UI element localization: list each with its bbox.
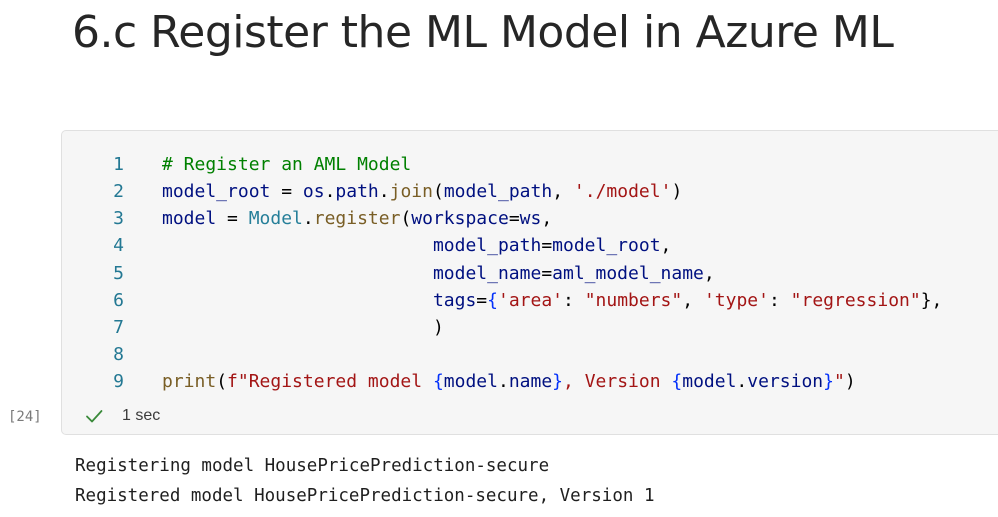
code-token: . bbox=[378, 181, 390, 203]
code-token: join bbox=[389, 181, 433, 203]
code-token bbox=[162, 263, 433, 284]
code-token: ( bbox=[432, 181, 444, 203]
code-token: 'type' bbox=[703, 289, 769, 311]
code-token: { bbox=[487, 289, 498, 311]
code-token: f"Registered model bbox=[227, 371, 433, 392]
code-token: model bbox=[682, 371, 737, 392]
code-token: : bbox=[768, 289, 791, 311]
code-token: { bbox=[671, 371, 683, 392]
line-number: 1 bbox=[113, 154, 124, 175]
code-token: , bbox=[552, 181, 574, 203]
code-token: ) bbox=[671, 181, 683, 203]
code-token: ws bbox=[519, 208, 542, 230]
code-token: , bbox=[703, 262, 715, 284]
output-line: Registered model HousePricePrediction-se… bbox=[75, 486, 655, 506]
code-token: name bbox=[508, 371, 553, 392]
code-token: ( bbox=[216, 371, 228, 392]
code-token: . bbox=[302, 208, 314, 230]
cell-status: 1 sec bbox=[84, 404, 160, 428]
code-token: register bbox=[313, 208, 401, 230]
code-token: = bbox=[508, 208, 520, 230]
line-number: 3 bbox=[113, 208, 124, 230]
code-token bbox=[162, 235, 433, 256]
code-token: : bbox=[563, 289, 585, 311]
code-token: , Version bbox=[563, 371, 672, 392]
execution-count: [24] bbox=[8, 409, 42, 425]
code-token: = bbox=[216, 208, 249, 230]
code-cell[interactable]: 1 # Register an AML Model 2 model_root = os… bbox=[61, 130, 998, 435]
code-token: # Register an AML Model bbox=[162, 154, 412, 175]
code-token: model_root bbox=[552, 235, 661, 257]
code-token: , bbox=[682, 289, 704, 311]
check-icon bbox=[84, 406, 104, 426]
code-text: tags={'area': "numbers", 'type': "regres… bbox=[162, 287, 942, 314]
line-number: 6 bbox=[113, 289, 124, 311]
line-number: 7 bbox=[113, 316, 124, 338]
code-token: path bbox=[335, 181, 379, 203]
code-token: model_path bbox=[432, 235, 542, 257]
code-token: model_path bbox=[443, 181, 553, 203]
code-token: = bbox=[541, 235, 553, 257]
line-number: 5 bbox=[113, 262, 124, 284]
code-token: workspace bbox=[411, 208, 509, 230]
code-text: # Register an AML Model bbox=[162, 151, 411, 178]
code-token: } bbox=[552, 371, 564, 392]
code-token: ) bbox=[432, 316, 444, 338]
code-token: , bbox=[541, 208, 553, 230]
section-heading: 6.c Register the ML Model in Azure ML bbox=[72, 7, 894, 58]
code-token: ( bbox=[400, 208, 412, 230]
code-text: print(f"Registered model {model.name}, V… bbox=[162, 368, 856, 395]
code-line[interactable]: 8 bbox=[62, 341, 998, 368]
code-line[interactable]: 5 model_name=aml_model_name, bbox=[62, 260, 998, 287]
code-token: Model bbox=[248, 208, 303, 230]
code-text: model = Model.register(workspace=ws, bbox=[162, 205, 552, 232]
code-editor[interactable]: 1 # Register an AML Model 2 model_root = os… bbox=[62, 151, 998, 395]
line-number: 9 bbox=[113, 371, 124, 392]
code-token bbox=[162, 290, 433, 311]
code-text: ) bbox=[162, 314, 444, 341]
code-token: }, bbox=[920, 289, 943, 311]
code-token: os bbox=[302, 181, 325, 203]
code-token: "numbers" bbox=[584, 289, 683, 311]
code-token: { bbox=[432, 371, 444, 392]
code-token: tags bbox=[432, 289, 477, 311]
code-token: = bbox=[270, 181, 303, 203]
line-number: 4 bbox=[113, 235, 124, 257]
code-token: print bbox=[162, 371, 217, 392]
code-token: model_name bbox=[432, 262, 542, 284]
code-token: './model' bbox=[573, 181, 672, 203]
line-number: 8 bbox=[113, 343, 124, 365]
code-token: = bbox=[476, 289, 488, 311]
code-token: " bbox=[833, 371, 845, 392]
code-token: } bbox=[823, 371, 834, 392]
cell-output: Registering model HousePricePrediction-s… bbox=[75, 451, 654, 511]
code-token: model_root bbox=[162, 181, 271, 203]
code-line[interactable]: 7 ) bbox=[62, 314, 998, 341]
code-line[interactable]: 4 model_path=model_root, bbox=[62, 232, 998, 259]
code-token: ) bbox=[844, 371, 856, 392]
code-token: model bbox=[162, 208, 217, 230]
code-token: model bbox=[443, 371, 498, 392]
code-token: version bbox=[747, 371, 824, 392]
code-text: model_path=model_root, bbox=[162, 232, 671, 259]
code-token: aml_model_name bbox=[552, 262, 704, 284]
code-token bbox=[162, 317, 433, 338]
code-text: model_name=aml_model_name, bbox=[162, 260, 715, 287]
code-token: = bbox=[541, 262, 553, 284]
code-token: , bbox=[660, 235, 672, 257]
line-number: 2 bbox=[113, 181, 124, 203]
output-line: Registering model HousePricePrediction-s… bbox=[75, 456, 550, 476]
code-token: . bbox=[324, 181, 336, 203]
code-line[interactable]: 1 # Register an AML Model bbox=[62, 151, 998, 178]
code-token: 'area' bbox=[497, 289, 564, 311]
code-line[interactable]: 6 tags={'area': "numbers", 'type': "regr… bbox=[62, 287, 998, 314]
code-text: model_root = os.path.join(model_path, '.… bbox=[162, 178, 682, 205]
code-token: "regression" bbox=[790, 289, 921, 311]
execution-duration: 1 sec bbox=[122, 407, 161, 424]
code-token: . bbox=[497, 371, 509, 392]
code-token: . bbox=[736, 371, 748, 392]
